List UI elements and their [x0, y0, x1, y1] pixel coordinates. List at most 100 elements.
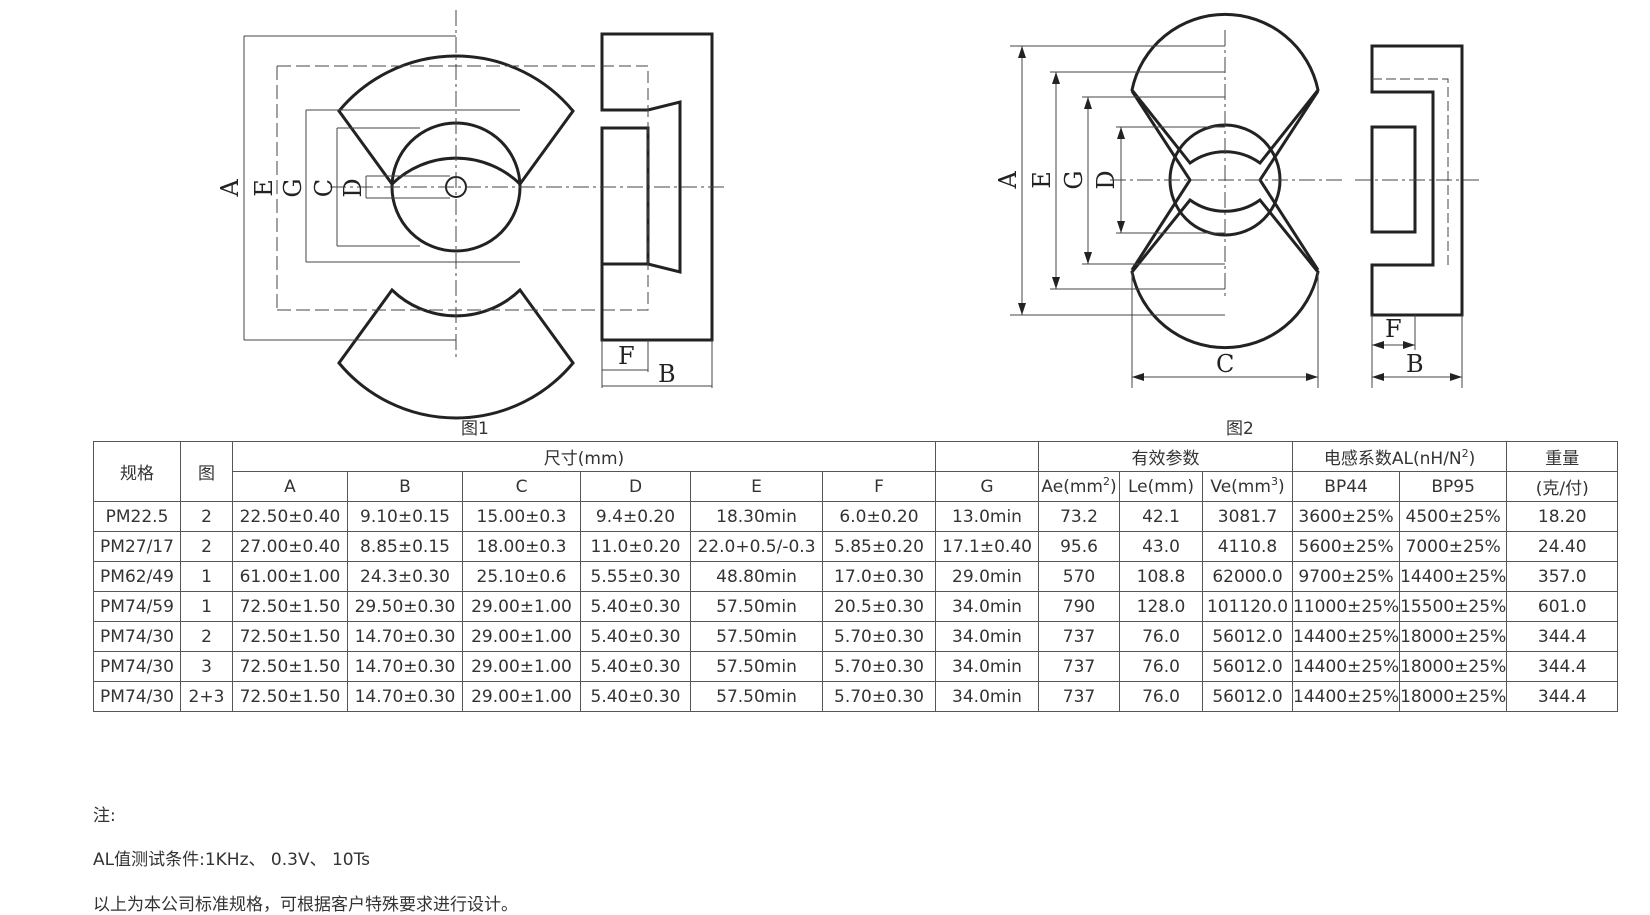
table-cell: 62000.0: [1202, 561, 1293, 592]
table-cell: 29.00±1.00: [462, 651, 581, 682]
table-cell: 3: [180, 651, 233, 682]
table-cell: 17.1±0.40: [935, 531, 1039, 562]
table-cell: 14400±25%: [1291, 651, 1401, 682]
table-cell: 17.0±0.30: [822, 561, 936, 592]
table-cell: 601.0: [1506, 591, 1619, 622]
table-cell: 11000±25%: [1291, 591, 1401, 622]
header-le: Le(mm): [1119, 471, 1203, 502]
fig1-label-a: A: [216, 179, 244, 198]
table-cell: 5.55±0.30: [580, 561, 691, 592]
fig1-label-b: B: [658, 360, 676, 388]
table-cell: 5.70±0.30: [822, 651, 936, 682]
table-cell: 15500±25%: [1399, 591, 1508, 622]
table-cell: 570: [1038, 561, 1120, 592]
table-cell: 1: [180, 561, 233, 592]
table-cell: 73.2: [1038, 501, 1120, 532]
table-cell: 56012.0: [1202, 681, 1293, 712]
table-cell: 22.50±0.40: [232, 501, 348, 532]
fig2-label-c: C: [1216, 350, 1234, 378]
table-cell: PM22.5: [93, 501, 181, 532]
table-cell: 4110.8: [1202, 531, 1293, 562]
table-cell: 5.85±0.20: [822, 531, 936, 562]
table-cell: 22.0+0.5/-0.3: [690, 531, 823, 562]
table-cell: 4500±25%: [1399, 501, 1508, 532]
header-c: C: [462, 471, 581, 502]
header-spec: 规格: [93, 441, 181, 502]
table-cell: 18.30min: [690, 501, 823, 532]
table-cell: 18000±25%: [1399, 651, 1508, 682]
table-cell: 14.70±0.30: [347, 621, 463, 652]
table-cell: 9.4±0.20: [580, 501, 691, 532]
notes-line-1: AL值测试条件:1KHz、 0.3V、 10Ts: [93, 850, 371, 870]
header-d: D: [580, 471, 691, 502]
table-cell: 29.0min: [935, 561, 1039, 592]
table-cell: 15.00±0.3: [462, 501, 581, 532]
header-bp95: BP95: [1399, 471, 1508, 502]
table-cell: 357.0: [1506, 561, 1619, 592]
table-cell: 14400±25%: [1291, 681, 1401, 712]
table-cell: 790: [1038, 591, 1120, 622]
table-cell: PM74/30: [93, 681, 181, 712]
header-effective: 有效参数: [1038, 441, 1293, 472]
table-cell: 2: [180, 501, 233, 532]
table-cell: 56012.0: [1202, 651, 1293, 682]
table-cell: 344.4: [1506, 621, 1619, 652]
header-al: 电感系数AL(nH/N2): [1291, 441, 1508, 472]
fig2-label-f: F: [1385, 315, 1402, 343]
table-cell: 76.0: [1119, 681, 1203, 712]
figure1-caption: 图1: [461, 419, 489, 439]
table-cell: 9.10±0.15: [347, 501, 463, 532]
table-cell: 5.40±0.30: [580, 651, 691, 682]
table-cell: 18.20: [1506, 501, 1619, 532]
table-cell: 57.50min: [690, 621, 823, 652]
table-cell: 14.70±0.30: [347, 681, 463, 712]
table-cell: 128.0: [1119, 591, 1203, 622]
table-cell: 76.0: [1119, 621, 1203, 652]
table-cell: 29.00±1.00: [462, 681, 581, 712]
notes-line-2: 以上为本公司标准规格，可根据客户特殊要求进行设计。: [93, 895, 518, 915]
table-cell: 24.3±0.30: [347, 561, 463, 592]
table-cell: 9700±25%: [1291, 561, 1401, 592]
header-weight: 重量: [1506, 441, 1619, 472]
fig1-label-g: G: [279, 178, 307, 197]
header-a: A: [232, 471, 348, 502]
table-cell: 76.0: [1119, 651, 1203, 682]
table-cell: 57.50min: [690, 591, 823, 622]
fig1-label-e: E: [250, 179, 278, 197]
table-cell: 95.6: [1038, 531, 1120, 562]
table-cell: 1: [180, 591, 233, 622]
technical-drawings: A E G C D F B A E G D C F B: [216, 10, 1480, 420]
header-f: F: [822, 471, 936, 502]
table-cell: 34.0min: [935, 621, 1039, 652]
table-cell: PM74/59: [93, 591, 181, 622]
table-cell: 2: [180, 531, 233, 562]
table-cell: 14.70±0.30: [347, 651, 463, 682]
spec-table: 规格 图 尺寸(mm) 有效参数 电感系数AL(nH/N2) 重量 A B C …: [93, 441, 1619, 712]
table-cell: 43.0: [1119, 531, 1203, 562]
table-cell: 5600±25%: [1291, 531, 1401, 562]
fig2-label-g: G: [1060, 170, 1088, 189]
table-cell: 737: [1038, 651, 1120, 682]
table-cell: 344.4: [1506, 651, 1619, 682]
table-cell: 61.00±1.00: [232, 561, 348, 592]
table-cell: 72.50±1.50: [232, 591, 348, 622]
fig2-label-b: B: [1406, 350, 1424, 378]
header-b: B: [347, 471, 463, 502]
table-cell: 6.0±0.20: [822, 501, 936, 532]
header-fig: 图: [180, 441, 233, 502]
table-cell: 5.70±0.30: [822, 681, 936, 712]
table-cell: 72.50±1.50: [232, 681, 348, 712]
header-ae: Ae(mm2): [1038, 471, 1120, 502]
table-cell: 344.4: [1506, 681, 1619, 712]
table-cell: 3600±25%: [1291, 501, 1401, 532]
table-cell: 11.0±0.20: [580, 531, 691, 562]
table-cell: 57.50min: [690, 681, 823, 712]
table-cell: 7000±25%: [1399, 531, 1508, 562]
header-dimensions: 尺寸(mm): [232, 441, 936, 472]
table-header-row-1: 规格 图 尺寸(mm) 有效参数 电感系数AL(nH/N2) 重量: [93, 441, 1619, 502]
